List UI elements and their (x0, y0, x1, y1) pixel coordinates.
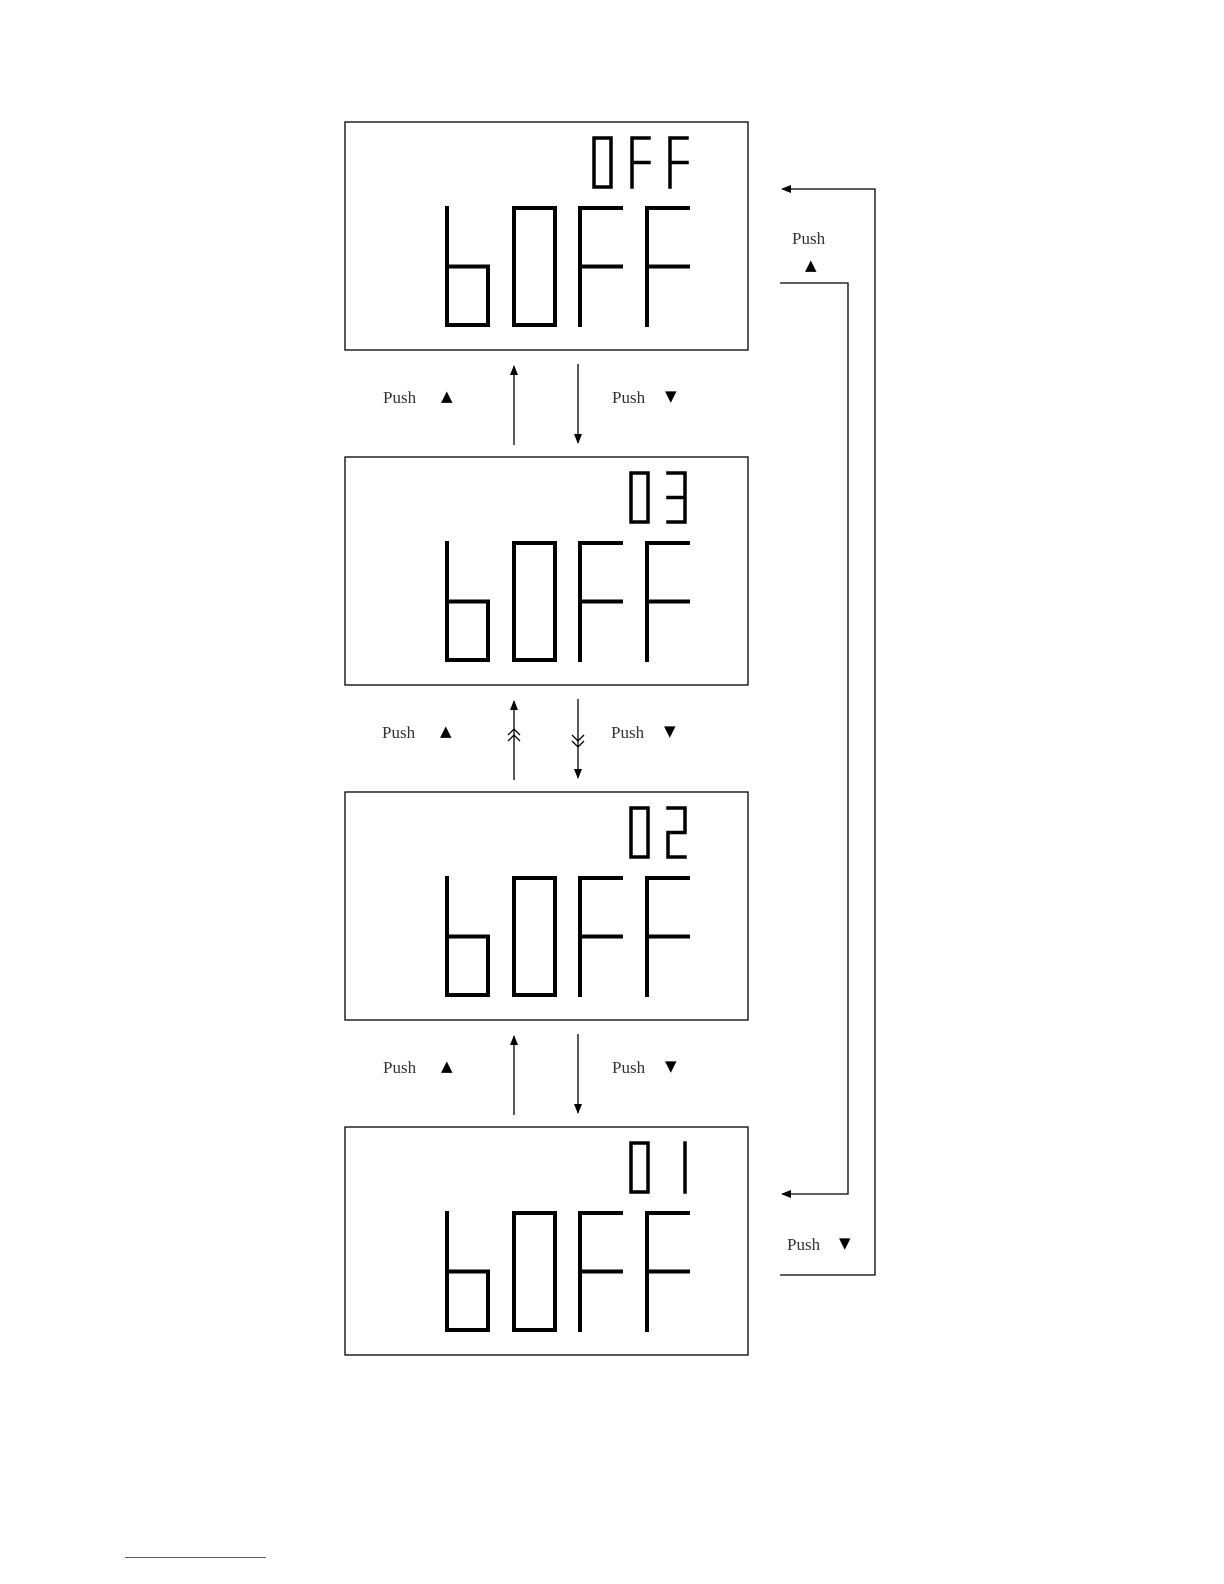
triangle-up-icon: ▲ (441, 1059, 453, 1074)
push-label: Push (383, 1058, 416, 1078)
triangle-up-icon: ▲ (441, 389, 453, 404)
triangle-down-icon: ▼ (665, 1059, 677, 1074)
triangle-up-icon: ▲ (805, 258, 817, 273)
arrow-down-2 (572, 699, 584, 778)
push-label: Push (383, 388, 416, 408)
lcd-screen-03 (345, 457, 748, 685)
triangle-down-icon: ▼ (664, 724, 676, 739)
footnote-rule (125, 1557, 266, 1558)
triangle-down-icon: ▼ (839, 1236, 851, 1251)
push-label: Push (612, 1058, 645, 1078)
push-label: Push (787, 1235, 820, 1255)
push-label: Push (612, 388, 645, 408)
loop-arrow-up-to-off (780, 283, 848, 1194)
lcd-screen-02 (345, 792, 748, 1020)
push-label: Push (382, 723, 415, 743)
push-label: Push (792, 229, 825, 249)
triangle-down-icon: ▼ (665, 389, 677, 404)
loop-arrow-down-to-01 (780, 189, 875, 1275)
arrow-up-2 (508, 701, 520, 780)
push-label: Push (611, 723, 644, 743)
lcd-screen-01 (345, 1127, 748, 1355)
triangle-up-icon: ▲ (440, 724, 452, 739)
lcd-screen-off (345, 122, 748, 350)
